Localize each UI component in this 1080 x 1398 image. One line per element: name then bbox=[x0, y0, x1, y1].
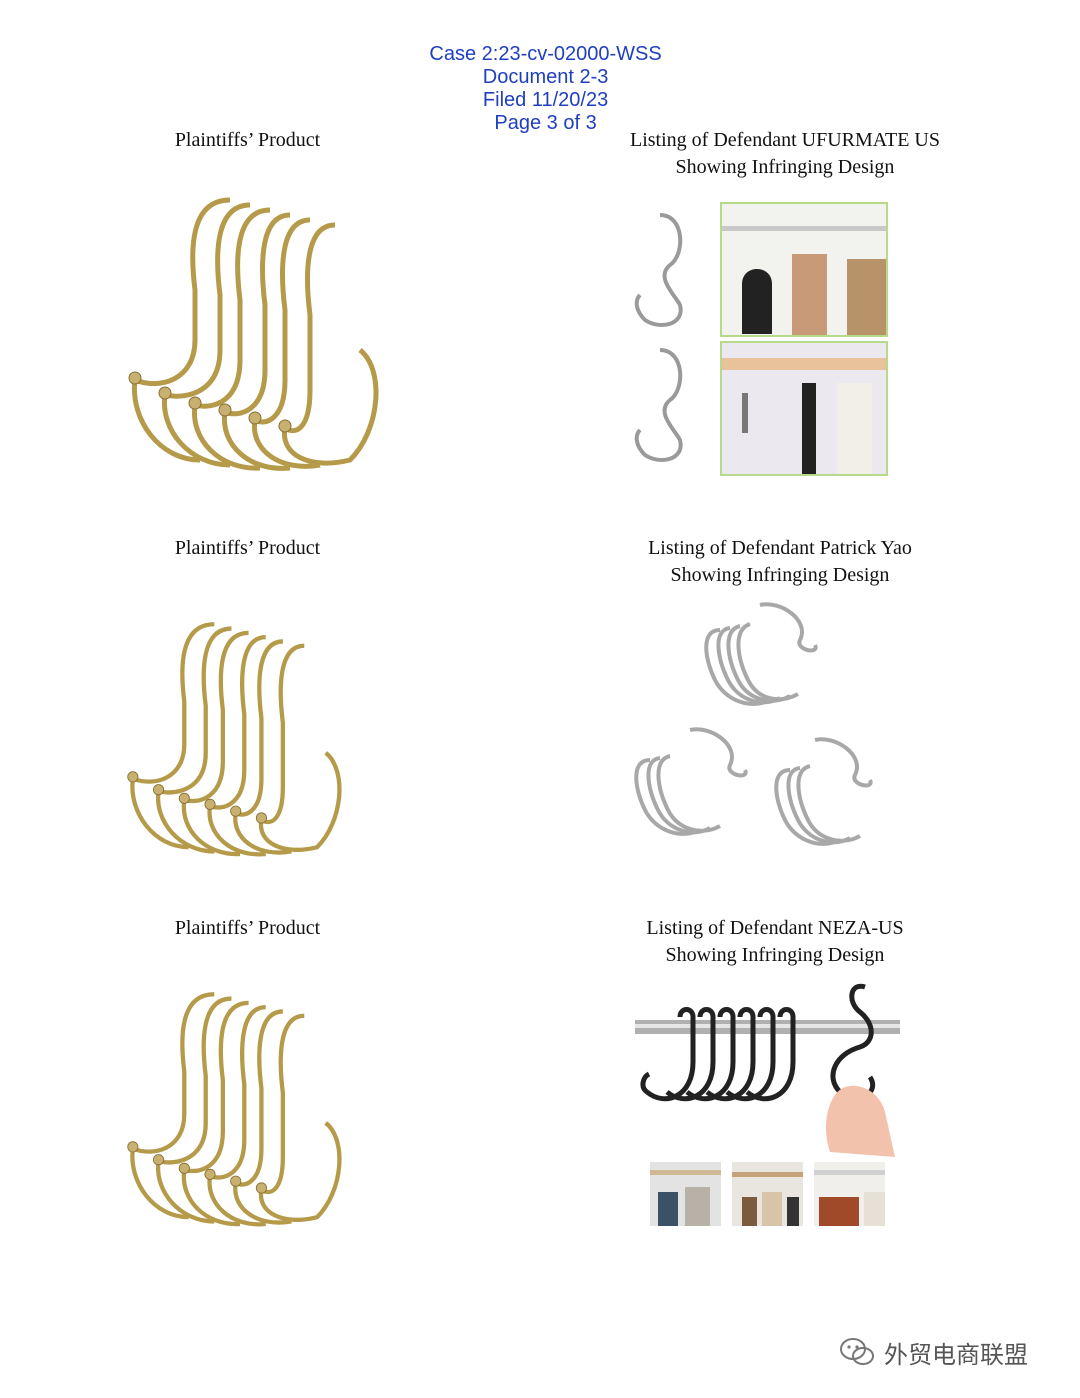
defendant-listing-label-3: Listing of Defendant NEZA-US Showing Inf… bbox=[646, 917, 904, 966]
small-photo-hooks-handbag bbox=[812, 1160, 887, 1228]
plaintiffs-product-label-1: Plaintiffs’ Product bbox=[174, 129, 321, 151]
hooks-with-belts-photo bbox=[720, 341, 888, 476]
defendant-listing-label-2: Listing of Defendant Patrick Yao Showing… bbox=[648, 537, 912, 586]
filed-date: Filed 11/20/23 bbox=[482, 89, 609, 111]
hooks-with-bags-photo bbox=[720, 202, 888, 337]
page-number: Page 3 of 3 bbox=[494, 112, 597, 134]
case-number: Case 2:23-cv-02000-WSS bbox=[429, 43, 662, 65]
defendant-listing-label-1: Listing of Defendant UFURMATE US Showing… bbox=[630, 129, 940, 178]
silver-hook-clusters-image bbox=[634, 602, 873, 846]
plaintiff-gold-hooks-image-3 bbox=[127, 992, 342, 1227]
plaintiff-gold-hooks-image-1 bbox=[128, 197, 379, 471]
wechat-icon bbox=[840, 1338, 874, 1365]
document-number: Document 2-3 bbox=[482, 66, 609, 88]
watermark-text: 外贸电商联盟 bbox=[884, 1340, 1028, 1369]
silver-s-hook-single-image bbox=[634, 213, 683, 462]
plaintiff-gold-hooks-image-2 bbox=[127, 622, 342, 857]
small-photo-hooks-bags bbox=[730, 1160, 805, 1228]
plaintiffs-product-label-3: Plaintiffs’ Product bbox=[174, 917, 321, 939]
wechat-watermark: 外贸电商联盟 bbox=[840, 1332, 1060, 1372]
case-header: Case 2:23-cv-02000-WSS Document 2-3 File… bbox=[0, 20, 1080, 135]
black-hooks-on-rail-image bbox=[635, 983, 900, 1157]
small-photo-hooks-scarves bbox=[648, 1160, 723, 1228]
plaintiffs-product-label-2: Plaintiffs’ Product bbox=[174, 537, 321, 559]
